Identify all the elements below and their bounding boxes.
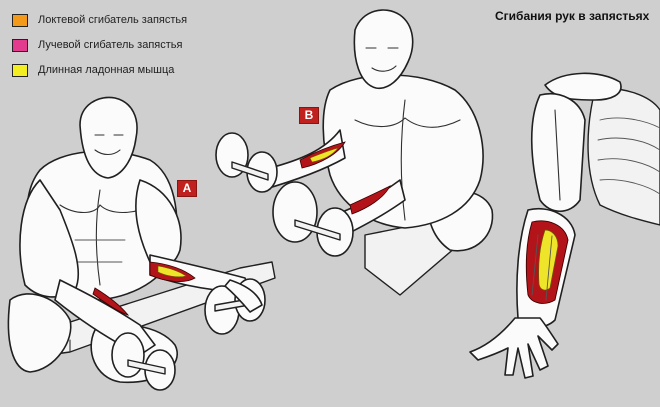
legend-label: Лучевой сгибатель запястья bbox=[38, 39, 183, 51]
legend-label: Локтевой сгибатель запястья bbox=[38, 14, 188, 26]
figure-a bbox=[7, 96, 276, 391]
legend: Локтевой сгибатель запястья Лучевой сгиб… bbox=[12, 12, 187, 87]
legend-item-radial-flexor: Лучевой сгибатель запястья bbox=[12, 37, 187, 53]
legend-swatch-yellow bbox=[12, 63, 28, 77]
page-title: Сгибания рук в запястьях bbox=[495, 9, 650, 23]
badge-a: A bbox=[177, 180, 197, 197]
legend-item-ulnar-flexor: Локтевой сгибатель запястья bbox=[12, 12, 187, 28]
skeletal-arm bbox=[469, 72, 660, 379]
legend-item-palmaris-longus: Длинная ладонная мышца bbox=[12, 62, 187, 78]
legend-swatch-pink bbox=[12, 38, 28, 52]
legend-swatch-orange bbox=[12, 13, 28, 27]
badge-b: B bbox=[299, 107, 319, 124]
legend-label: Длинная ладонная мышца bbox=[38, 64, 175, 76]
figure-b bbox=[215, 9, 494, 296]
